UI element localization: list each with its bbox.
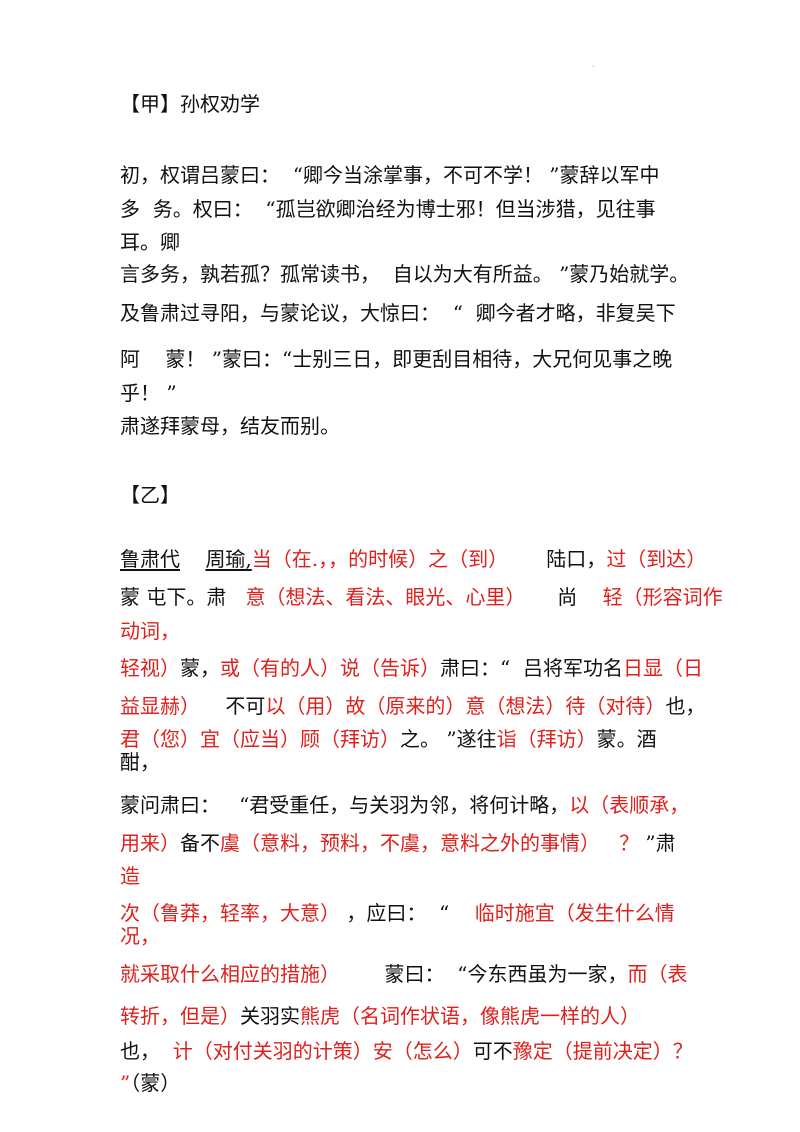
annotation-span: 以（用）故（原来的）意（想法）待（对待） — [265, 694, 666, 718]
text-line: 蒙 屯下。肃 意（想法、看法、眼光、心里） 尚 轻（形容词作 — [120, 585, 723, 609]
annotation-span: 轻（形容词作 — [602, 585, 723, 609]
text-span: 蒙问肃曰： “君受重任，与关羽为邻，将何计略， — [120, 793, 570, 817]
text-line: 多 务。权曰： “孤岂欲卿治经为博士邪！但当涉猎，见往事 — [120, 197, 656, 221]
text-span: 肃曰：“ 吕将军功名 — [440, 656, 623, 680]
text-span: 可不 — [472, 1039, 513, 1063]
text-line: 动词， — [120, 619, 180, 643]
text-line: 及鲁肃过寻阳，与蒙论议，大惊曰： “ 卿今者才略，非复吴下 — [120, 301, 676, 325]
annotation-span: 益显赫） — [120, 694, 200, 718]
text-span: 言多务，孰若孤？孤常读书， 自以为大有所益。 ”蒙乃始就学。 — [120, 262, 690, 286]
text-span: 蒙。酒 — [596, 727, 657, 751]
text-span: 初，权谓吕蒙曰： “卿今当涂掌事，不可不学！ ”蒙辞以军中 — [120, 163, 660, 187]
text-span: 不可 — [200, 694, 266, 718]
text-span: 【甲】孙权劝学 — [120, 92, 260, 116]
text-line: 君（您）宜（应当）顾（拜访）之。 ”遂往诣（拜访）蒙。酒 — [120, 727, 657, 751]
annotation-span: 计（对付关羽的计策）安（怎么） — [172, 1039, 473, 1063]
text-line: 【乙】 — [120, 483, 180, 507]
text-line: 阿 蒙！ ”蒙曰：“士别三日，即更刮目相待，大兄何见事之晚 — [120, 347, 672, 371]
text-span: 及鲁肃过寻阳，与蒙论议，大惊曰： “ 卿今者才略，非复吴下 — [120, 301, 676, 325]
text-span — [180, 547, 205, 571]
text-line: 言多务，孰若孤？孤常读书， 自以为大有所益。 ”蒙乃始就学。 — [120, 262, 689, 286]
text-line: 转折，但是）关羽实熊虎（名词作状语，像熊虎一样的人） — [120, 1004, 640, 1028]
text-span: 也， — [120, 1039, 173, 1063]
text-line: 初，权谓吕蒙曰： “卿今当涂掌事，不可不学！ ”蒙辞以军中 — [120, 163, 660, 187]
text-span: 【乙】 — [120, 483, 180, 507]
text-line: 肃遂拜蒙母，结友而别。 — [120, 414, 340, 438]
text-span: 备不 — [180, 831, 220, 855]
text-span: 尚 — [525, 585, 603, 609]
text-span: 阿 蒙！ ”蒙曰：“士别三日，即更刮目相待，大兄何见事之晚 — [120, 347, 673, 371]
annotation-span: 豫定（提前决定）？ — [512, 1039, 693, 1063]
annotation-span: 日显（日 — [622, 656, 703, 680]
text-span: ”肃 — [639, 831, 676, 855]
annotation-span: 临时施宜（发生什么情 — [474, 901, 675, 925]
annotation-span: 次（鲁莽，轻率，大意） — [120, 901, 340, 925]
text-span: 乎！ ” — [120, 381, 177, 405]
annotation-span: ” — [120, 1071, 131, 1095]
text-line: 就采取什么相应的措施） 蒙曰： “今东西虽为一家，而（表 — [120, 962, 687, 986]
text-line: 轻视）蒙，或（有的人）说（告诉）肃曰：“ 吕将军功名日显（日 — [120, 656, 703, 680]
annotation-span: 虞（意料，预料，不虞，意料之外的事情） ？ — [220, 831, 640, 855]
text-span: 鲁肃代 — [120, 547, 180, 571]
text-span: 关羽实 — [240, 1004, 300, 1028]
annotation-span: 以（表顺承， — [569, 793, 690, 817]
text-span: （蒙） — [130, 1071, 181, 1095]
text-line: 也， 计（对付关羽的计策）安（怎么）可不豫定（提前决定）？ — [120, 1039, 693, 1063]
annotation-span: 熊虎（名词作状语，像熊虎一样的人） — [300, 1004, 640, 1028]
text-span: 也， — [665, 694, 706, 718]
annotation-span: 诣（拜访） — [496, 727, 597, 751]
text-line: 乎！ ” — [120, 381, 177, 405]
annotation-span: 轻视） — [120, 656, 180, 680]
corner-mark: · — [592, 62, 595, 71]
text-line: 况， — [120, 924, 160, 948]
text-line: 酣， — [120, 750, 160, 774]
text-span: 耳。卿 — [120, 230, 180, 254]
text-line: 鲁肃代 周瑜,当（在.，，的时候）之（到） 陆口，过（到达） — [120, 547, 706, 571]
annotation-span: 或（有的人）说（告诉） — [220, 656, 440, 680]
text-span: 酣， — [120, 750, 160, 774]
text-line: 次（鲁莽，轻率，大意） ，应曰： “ 临时施宜（发生什么情 — [120, 901, 675, 925]
text-line: 造 — [120, 864, 140, 888]
text-line: 益显赫） 不可以（用）故（原来的）意（想法）待（对待）也， — [120, 694, 705, 718]
annotation-span: 况， — [120, 924, 160, 948]
text-line: 【甲】孙权劝学 — [120, 92, 260, 116]
text-span: 蒙， — [180, 656, 220, 680]
text-span: ，应曰： “ — [340, 901, 475, 925]
text-span: 蒙曰： “今东西虽为一家， — [340, 962, 628, 986]
text-line: 耳。卿 — [120, 230, 180, 254]
text-line: ”（蒙） — [120, 1071, 180, 1095]
annotation-span: 动词， — [120, 619, 180, 643]
annotation-span: 过（到达） — [606, 547, 707, 571]
text-span: 陆口， — [508, 547, 607, 571]
annotation-span: 意（想法、看法、眼光、心里） — [245, 585, 526, 609]
text-span: 周瑜, — [205, 547, 252, 571]
annotation-span: 用来） — [120, 831, 180, 855]
text-span: 之。 ”遂往 — [400, 727, 497, 751]
annotation-span: 当（在.，，的时候）之（到） — [251, 547, 509, 571]
annotation-span: 就采取什么相应的措施） — [120, 962, 340, 986]
annotation-span: 转折，但是） — [120, 1004, 240, 1028]
text-span: 蒙 屯下。肃 — [120, 585, 246, 609]
annotation-span: 而（表 — [627, 962, 688, 986]
annotation-span: 造 — [120, 864, 140, 888]
text-line: 蒙问肃曰： “君受重任，与关羽为邻，将何计略，以（表顺承， — [120, 793, 689, 817]
text-line: 用来）备不虞（意料，预料，不虞，意料之外的事情） ？ ”肃 — [120, 831, 676, 855]
annotation-span: 君（您）宜（应当）顾（拜访） — [120, 727, 400, 751]
text-span: 肃遂拜蒙母，结友而别。 — [120, 414, 340, 438]
text-span: 多 务。权曰： “孤岂欲卿治经为博士邪！但当涉猎，见往事 — [120, 197, 656, 221]
